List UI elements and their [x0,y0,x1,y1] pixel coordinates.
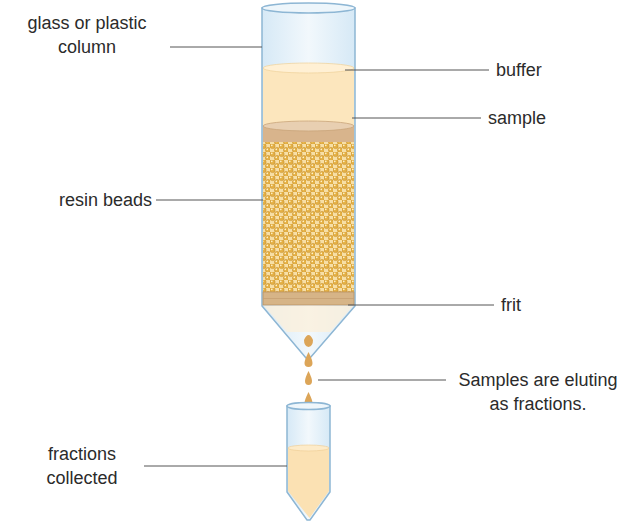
sample-surface [263,121,354,131]
column-rim [262,3,355,13]
part-label: buffer [496,58,616,82]
part-label: resin beads [20,188,152,212]
leader-line [348,305,494,306]
part-label: glass or plastic column [8,11,166,59]
fraction-surface [288,445,329,451]
leader-line [170,47,262,48]
buffer-surface [263,63,354,73]
buffer-layer [263,68,354,126]
leader-line [352,118,481,119]
spacer [310,420,312,446]
part-label: sample [488,106,608,130]
leader-line [144,466,287,467]
column-body [262,8,355,358]
leader-line [156,200,263,201]
drop [305,352,313,367]
leader-lines [144,47,494,466]
resin-bed [263,142,354,292]
leader-line [318,380,446,381]
part-label: fractions collected [24,442,140,490]
collected-fraction [288,448,329,518]
process-note: Samples are eluting as fractions. [452,368,624,416]
drop [305,371,312,385]
frit-texture [263,298,354,299]
tube-rim [287,403,330,410]
collection-tube [287,406,330,520]
frit-disc [263,292,354,305]
part-label: frit [501,293,601,317]
cone-space [264,306,353,332]
leader-line [345,70,489,71]
drop [304,335,313,347]
